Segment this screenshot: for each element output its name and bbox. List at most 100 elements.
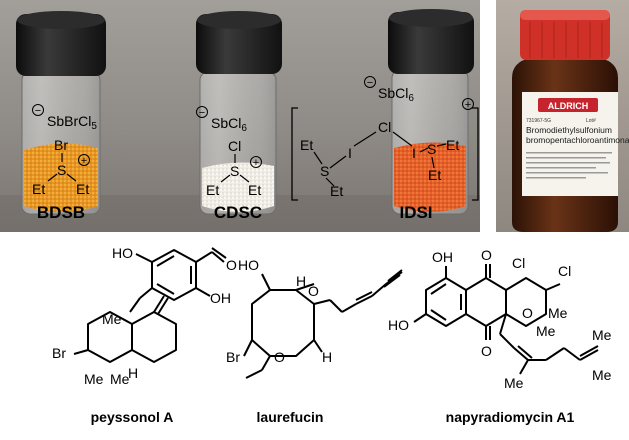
methyl-label: Me xyxy=(504,375,524,391)
idsi-sulfur-right: S xyxy=(427,141,436,157)
vial-cap-top xyxy=(389,9,473,27)
methyl-label: Me xyxy=(110,371,130,387)
ethyl-label: Et xyxy=(428,167,441,183)
bond xyxy=(436,143,447,147)
methyl-label: Me xyxy=(84,371,104,387)
product-name-line1: Bromodiethylsulfonium xyxy=(526,125,612,135)
chlorine-label: Cl xyxy=(558,263,571,279)
fine-print xyxy=(526,152,612,179)
brand-badge xyxy=(538,98,598,112)
chlorine-label: Cl xyxy=(512,255,525,271)
vial-cap-top xyxy=(17,11,105,29)
vial-bdsb xyxy=(16,11,106,215)
hydroxyl-label: HO xyxy=(388,317,409,333)
molecule-peyssonol-a xyxy=(73,247,227,363)
ethyl-label: Et xyxy=(300,137,313,153)
vial-cap xyxy=(388,12,474,74)
hydroxyl-label: HO xyxy=(238,257,259,273)
bond xyxy=(325,177,335,187)
ethyl-label: Et xyxy=(446,137,459,153)
napyradiomycin-name: napyradiomycin A1 xyxy=(446,409,575,425)
methyl-label: Me xyxy=(548,305,568,321)
bdsb-anion: SbBrCl5 xyxy=(47,113,97,132)
minus-charge-icon xyxy=(196,106,208,118)
ketone-oxygen: O xyxy=(481,343,492,359)
minus-charge-icon xyxy=(32,104,44,116)
bond xyxy=(66,173,77,182)
hydrogen-label: H xyxy=(128,365,138,381)
right-bracket xyxy=(472,107,479,201)
cdsc-name: CDSC xyxy=(214,203,262,222)
hydrogen-label: H xyxy=(296,273,306,289)
bond xyxy=(392,131,413,147)
ether-oxygen: O xyxy=(308,283,319,299)
laurefucin-labels: HO O Br O H H laurefucin xyxy=(226,257,332,425)
vial-cdsc xyxy=(196,11,282,215)
minus-sign: − xyxy=(367,77,373,89)
molecule-laurefucin xyxy=(243,269,403,379)
vial-idsi xyxy=(388,9,474,215)
hydroxyl-label: OH xyxy=(210,290,231,306)
hydrogen-label: H xyxy=(322,349,332,365)
catalog-number: 731967-5G xyxy=(526,118,551,124)
napyradiomycin-labels: OH O Cl Cl HO O Me Me O Me Me Me napyrad… xyxy=(388,247,612,425)
minus-sign: − xyxy=(35,105,41,117)
cdsc-powder xyxy=(202,162,274,212)
plus-charge-icon xyxy=(462,98,474,110)
idsi-iodine-right: I xyxy=(412,145,416,161)
bond xyxy=(220,174,231,183)
minus-charge-icon xyxy=(364,76,376,88)
peyssonol-labels: HO O OH Me Br Me Me H peyssonol A xyxy=(52,245,237,425)
methyl-label: Me xyxy=(536,323,556,339)
oxocane-ring xyxy=(251,289,315,357)
cdsc-formula: − SbCl6 Cl S + Et Et CDSC xyxy=(196,106,262,222)
bottle-cap-ridges xyxy=(529,22,603,58)
ring-b xyxy=(131,311,177,363)
bottle-photo: ALDRICH 731967-5G Lot# Bromodiethylsulfo… xyxy=(496,0,629,232)
lot-label: Lot# xyxy=(586,118,596,124)
brand-label: ALDRICH xyxy=(548,101,589,111)
bdsb-name: BDSB xyxy=(37,203,85,222)
ethyl-label: Et xyxy=(248,182,261,198)
idsi-chlorine: Cl xyxy=(378,119,391,135)
aromatic-ring xyxy=(151,249,197,301)
idsi-anion: SbCl6 xyxy=(378,85,414,104)
idsi-name: IDSI xyxy=(399,203,432,222)
bottle-cap-rim xyxy=(520,10,610,20)
bond xyxy=(353,131,377,147)
bond xyxy=(329,155,347,169)
methyl-label: Me xyxy=(592,367,612,383)
ketone-oxygen: O xyxy=(481,247,492,263)
product-name-line2: bromopentachloroantimonate xyxy=(526,135,629,145)
molecule-napyradiomycin-a1 xyxy=(413,264,599,375)
bdsb-halogen: Br xyxy=(54,137,68,153)
hydroxyl-label: OH xyxy=(432,249,453,265)
idsi-sulfur-left: S xyxy=(320,163,329,179)
plus-sign: + xyxy=(81,155,87,167)
pyran-oxygen: O xyxy=(522,305,533,321)
ethyl-label: Et xyxy=(206,182,219,198)
cdsc-anion: SbCl6 xyxy=(211,115,247,134)
vial-cap xyxy=(16,14,106,76)
ring-oxygen: O xyxy=(274,349,285,365)
idsi-formula: − SbCl6 + Cl I I S S Et Et Et Et IDSI xyxy=(291,76,479,222)
idsi-iodine-left: I xyxy=(348,145,352,161)
vial-cap-top xyxy=(197,11,281,29)
bdsb-powder xyxy=(24,143,98,212)
plus-charge-icon xyxy=(78,154,90,166)
bdsb-formula: − SbBrCl5 Br S + Et Et BDSB xyxy=(32,104,97,222)
plus-charge-icon xyxy=(250,156,262,168)
idsi-powder xyxy=(394,142,466,212)
bond xyxy=(431,156,435,169)
hydroxyl-label: HO xyxy=(112,245,133,261)
ethyl-label: Et xyxy=(330,183,343,199)
minus-sign: − xyxy=(199,107,205,119)
bond xyxy=(419,147,429,153)
peyssonol-name: peyssonol A xyxy=(91,409,174,425)
laurefucin-name: laurefucin xyxy=(257,409,324,425)
ethyl-label: Et xyxy=(32,181,45,197)
vial-cap xyxy=(196,14,282,74)
bond xyxy=(47,173,58,182)
methyl-label: Me xyxy=(102,311,122,327)
